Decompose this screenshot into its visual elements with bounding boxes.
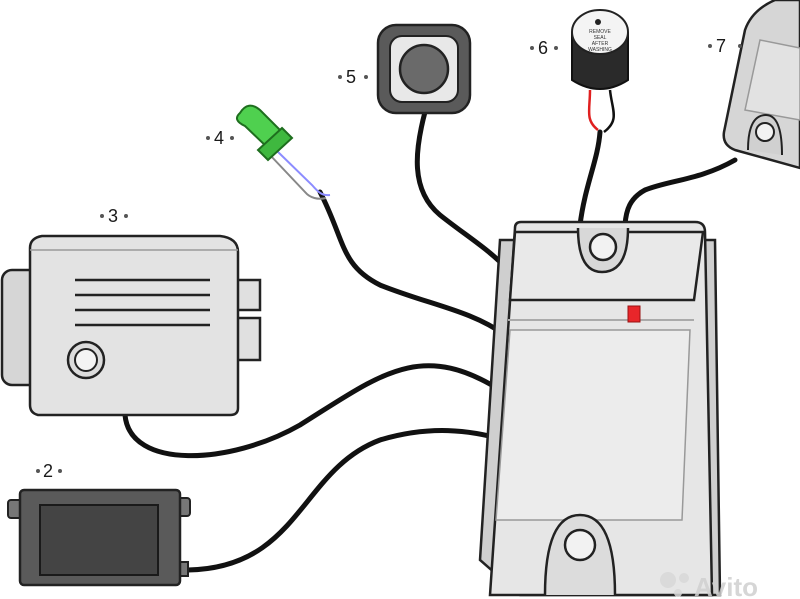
reader-face	[744, 39, 800, 121]
label-4: 4	[206, 128, 234, 148]
led-lead-white	[275, 149, 331, 197]
wire-led	[317, 189, 508, 338]
label-3-text: 3	[108, 206, 118, 226]
buzzer-label-line-3: AFTER	[592, 41, 609, 47]
wire-lock	[122, 363, 503, 459]
watermark-logo-dot-3	[674, 589, 682, 597]
power-supply	[7, 488, 191, 587]
wire-power-supply	[185, 428, 508, 573]
electric-lock	[0, 234, 262, 417]
led-indicator	[235, 104, 331, 200]
label-4-text: 4	[214, 128, 224, 148]
wire-exit-button	[414, 109, 511, 273]
wires	[122, 89, 738, 573]
label-5: 5	[338, 67, 368, 87]
buzzer-label-line-1: REMOVE	[589, 29, 611, 35]
led-base	[256, 126, 294, 162]
label-2-text: 2	[43, 461, 53, 481]
wire-buzzer-red	[587, 89, 599, 131]
exit-button	[376, 23, 472, 115]
watermark-text: Avito	[694, 572, 758, 599]
wire-buzzer-black	[603, 89, 615, 133]
label-6-text: 6	[538, 38, 548, 58]
controller	[478, 220, 722, 597]
watermark-logo-dot-2	[679, 573, 689, 583]
controller-indicator	[627, 305, 641, 323]
lock-cylinder-inner	[74, 348, 98, 372]
reader	[722, 0, 800, 170]
label-3: 3	[100, 206, 128, 226]
power-supply-label-area	[39, 504, 159, 576]
labels: 2 3 4 5 6 7	[36, 36, 742, 481]
wire-buzzer	[577, 129, 603, 228]
label-2: 2	[36, 461, 62, 481]
buzzer-top	[571, 9, 629, 55]
watermark-logo-dot-1	[660, 572, 676, 588]
buzzer-label-line-2: SEAL	[594, 35, 607, 41]
watermark: Avito	[660, 572, 758, 599]
exit-button-cap	[398, 43, 450, 95]
led-lead-gray	[269, 154, 327, 200]
buzzer-hole	[595, 19, 601, 25]
wire-reader	[622, 157, 738, 228]
controller-screw-bottom	[563, 528, 597, 562]
label-6: 6	[530, 38, 558, 58]
label-7: 7	[708, 36, 742, 56]
buzzer-label-line-4: WASHING	[588, 47, 612, 53]
label-7-text: 7	[716, 36, 726, 56]
controller-screw-top	[588, 232, 618, 262]
reader-screw	[755, 122, 775, 142]
label-5-text: 5	[346, 67, 356, 87]
buzzer: REMOVE SEAL AFTER WASHING	[571, 9, 629, 90]
controller-front-panel	[495, 329, 691, 521]
